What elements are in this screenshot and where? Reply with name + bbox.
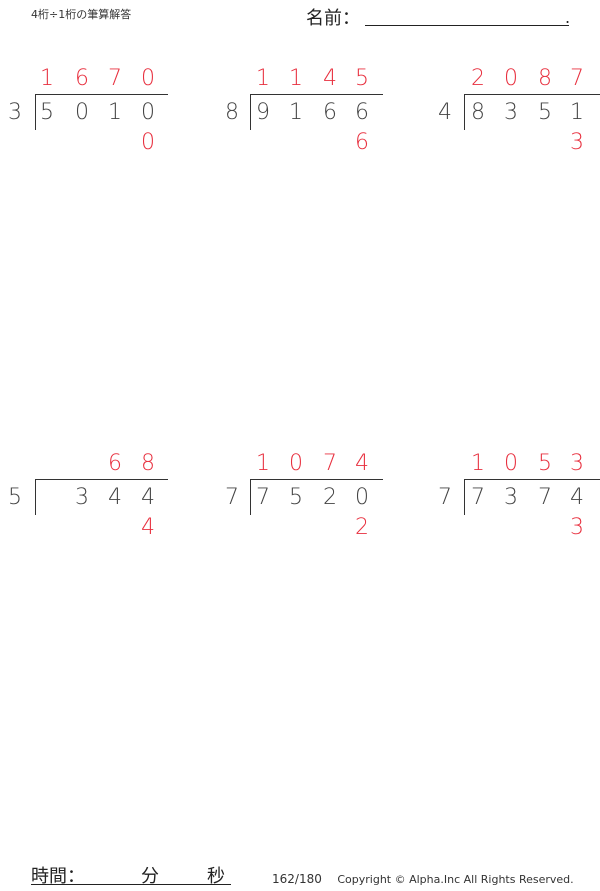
quotient-digit: 1 bbox=[256, 66, 270, 91]
division-bracket bbox=[35, 479, 36, 515]
quotient-digit: 5 bbox=[538, 451, 552, 476]
dividend-digit: 4 bbox=[570, 485, 584, 510]
copyright: Copyright © Alpha.Inc All Rights Reserve… bbox=[337, 873, 574, 886]
quotient-digit: 4 bbox=[323, 66, 337, 91]
dividend-digit: 0 bbox=[141, 100, 155, 125]
worksheet-title: 4桁÷1桁の筆算解答 bbox=[31, 8, 132, 21]
quotient-digit: 7 bbox=[570, 66, 584, 91]
quotient-digit: 1 bbox=[256, 451, 270, 476]
quotient-digit: 1 bbox=[40, 66, 54, 91]
quotient-digit: 4 bbox=[355, 451, 369, 476]
quotient-digit: 7 bbox=[323, 451, 337, 476]
division-problem-5: 1 0 7 4 7 7 5 2 0 2 bbox=[215, 445, 415, 545]
dividend-digit: 1 bbox=[289, 100, 303, 125]
dividend-digit: 7 bbox=[538, 485, 552, 510]
divisor: 7 bbox=[438, 485, 452, 510]
dividend-digit: 6 bbox=[355, 100, 369, 125]
division-problem-1: 1 6 7 0 3 5 0 1 0 0 bbox=[0, 60, 200, 160]
quotient-digit: 8 bbox=[141, 451, 155, 476]
quotient-digit: 2 bbox=[471, 66, 485, 91]
quotient-digit: 1 bbox=[289, 66, 303, 91]
name-line-end: . bbox=[565, 8, 571, 27]
quotient-digit: 6 bbox=[75, 66, 89, 91]
remainder: 4 bbox=[141, 515, 155, 540]
quotient-digit: 1 bbox=[471, 451, 485, 476]
remainder: 6 bbox=[355, 130, 369, 155]
time-underline bbox=[31, 884, 231, 885]
dividend-digit: 5 bbox=[40, 100, 54, 125]
divisor: 7 bbox=[225, 485, 239, 510]
divisor: 3 bbox=[8, 100, 22, 125]
division-bracket bbox=[464, 94, 465, 130]
dividend-digit: 9 bbox=[256, 100, 270, 125]
division-bracket bbox=[464, 479, 465, 515]
dividend-digit: 7 bbox=[471, 485, 485, 510]
time-label: 時間： bbox=[31, 866, 85, 887]
division-bar bbox=[464, 94, 600, 95]
quotient-digit: 6 bbox=[108, 451, 122, 476]
division-bar bbox=[35, 94, 168, 95]
dividend-digit: 0 bbox=[355, 485, 369, 510]
quotient-digit: 0 bbox=[504, 66, 518, 91]
dividend-digit: 3 bbox=[504, 485, 518, 510]
page-number: 162/180 bbox=[272, 872, 322, 886]
minutes-label: 分 bbox=[141, 866, 159, 887]
quotient-digit: 3 bbox=[570, 451, 584, 476]
quotient-digit: 8 bbox=[538, 66, 552, 91]
footer-info: 162/180 Copyright © Alpha.Inc All Rights… bbox=[272, 872, 574, 886]
remainder: 3 bbox=[570, 130, 584, 155]
dividend-digit: 5 bbox=[538, 100, 552, 125]
division-bar bbox=[464, 479, 600, 480]
dividend-digit: 2 bbox=[323, 485, 337, 510]
seconds-label: 秒 bbox=[207, 866, 225, 887]
division-bar bbox=[250, 94, 383, 95]
remainder: 2 bbox=[355, 515, 369, 540]
dividend-digit: 0 bbox=[75, 100, 89, 125]
quotient-digit: 0 bbox=[289, 451, 303, 476]
division-bar bbox=[250, 479, 383, 480]
dividend-digit: 8 bbox=[471, 100, 485, 125]
dividend-digit: 3 bbox=[504, 100, 518, 125]
dividend-digit: 5 bbox=[289, 485, 303, 510]
dividend-digit: 7 bbox=[256, 485, 270, 510]
dividend-digit: 4 bbox=[141, 485, 155, 510]
divisor: 8 bbox=[225, 100, 239, 125]
division-problem-2: 1 1 4 5 8 9 1 6 6 6 bbox=[215, 60, 415, 160]
division-bracket bbox=[250, 94, 251, 130]
division-problem-3: 2 0 8 7 4 8 3 5 1 3 bbox=[430, 60, 600, 160]
quotient-digit: 0 bbox=[504, 451, 518, 476]
division-bracket bbox=[250, 479, 251, 515]
division-bracket bbox=[35, 94, 36, 130]
dividend-digit: 6 bbox=[323, 100, 337, 125]
quotient-digit: 7 bbox=[108, 66, 122, 91]
divisor: 4 bbox=[438, 100, 452, 125]
dividend-digit: 3 bbox=[75, 485, 89, 510]
quotient-digit: 5 bbox=[355, 66, 369, 91]
name-label: 名前： bbox=[306, 8, 360, 29]
divisor: 5 bbox=[8, 485, 22, 510]
remainder: 0 bbox=[141, 130, 155, 155]
division-bar bbox=[35, 479, 168, 480]
division-problem-6: 1 0 5 3 7 7 3 7 4 3 bbox=[430, 445, 600, 545]
division-problem-4: 6 8 5 3 4 4 4 bbox=[0, 445, 200, 545]
dividend-digit: 1 bbox=[108, 100, 122, 125]
name-input-line[interactable] bbox=[365, 25, 569, 26]
remainder: 3 bbox=[570, 515, 584, 540]
dividend-digit: 1 bbox=[570, 100, 584, 125]
dividend-digit: 4 bbox=[108, 485, 122, 510]
quotient-digit: 0 bbox=[141, 66, 155, 91]
